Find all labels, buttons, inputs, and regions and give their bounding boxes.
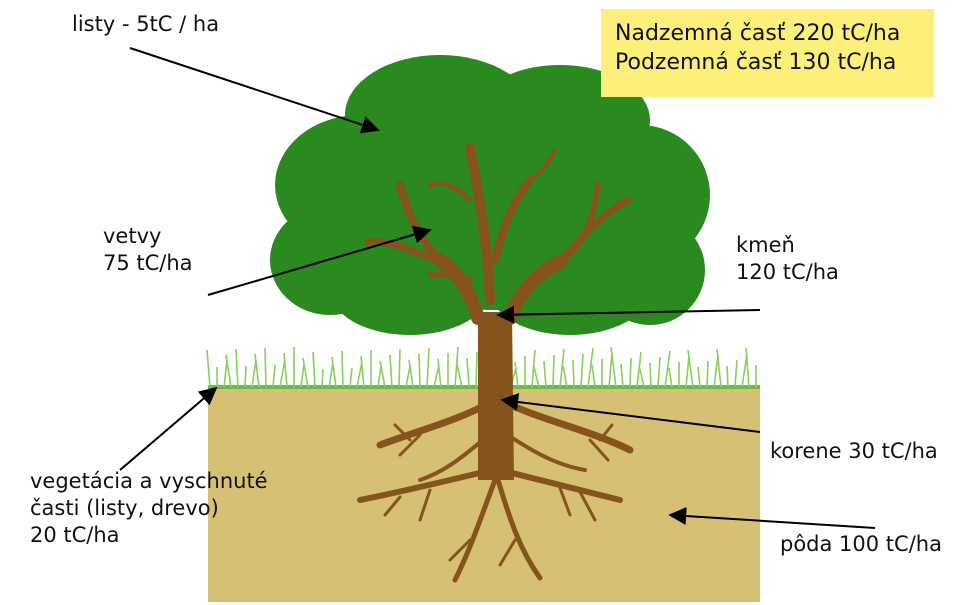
grass-blade	[591, 364, 596, 388]
below-ground-total: Podzemná časť 130 tC/ha	[615, 50, 897, 75]
grass-blade	[244, 365, 247, 388]
grass-blade	[745, 347, 750, 388]
branches-arrow	[207, 225, 432, 296]
grass-blade	[552, 354, 555, 388]
trunk-name: kmeň	[736, 233, 795, 257]
trunk-label: kmeň 120 tC/ha	[736, 232, 839, 286]
grass-blade	[572, 359, 575, 388]
leaves-label: listy - 5tC / ha	[72, 12, 220, 36]
vegetation-label: vegetácia a vyschnuté časti (listy, drev…	[30, 468, 268, 549]
vegetation-line-3: 20 tC/ha	[30, 523, 120, 547]
grass-blade	[687, 349, 694, 388]
grass-blade	[328, 362, 334, 388]
grass-blade	[608, 352, 613, 388]
grass-blade	[349, 367, 353, 388]
grass-blade	[726, 365, 729, 388]
grass-blade	[466, 357, 470, 388]
grass-blade	[251, 359, 257, 388]
grass-blade	[475, 351, 478, 388]
soil-arrow	[668, 507, 876, 529]
grass-blade	[360, 355, 365, 388]
grass-blade	[456, 363, 463, 388]
grass-blade	[264, 347, 267, 388]
grass-blade	[543, 360, 547, 388]
grass-blade	[426, 347, 430, 388]
trunk-arrow	[496, 305, 761, 324]
soil-label: pôda 100 tC/ha	[780, 532, 942, 556]
grass-blade	[668, 367, 673, 388]
roots-arrow	[500, 393, 761, 433]
grass-blade	[225, 354, 232, 388]
grass-blade	[405, 365, 411, 388]
grass-blade	[206, 349, 211, 388]
grass-blade	[514, 361, 519, 388]
grass-blade	[629, 357, 632, 388]
grass-blade	[559, 348, 565, 388]
grass-blade	[312, 351, 316, 388]
branches-label: vetvy 75 tC/ha	[103, 223, 193, 277]
grass-blade	[657, 356, 661, 388]
grass-blade	[533, 366, 540, 388]
trunk-value: 120 tC/ha	[736, 260, 839, 284]
vegetation-line-2: časti (listy, drevo)	[30, 496, 219, 520]
grass-blade	[639, 368, 645, 388]
grass-blade	[454, 346, 459, 388]
grass-blade	[398, 348, 401, 388]
vegetation-line-1: vegetácia a vyschnuté	[30, 469, 268, 493]
vegetation-arrow	[119, 386, 218, 471]
grass-blade	[636, 351, 642, 388]
tree-trunk	[364, 143, 632, 480]
grass-blade	[223, 360, 228, 388]
grass-blade	[379, 360, 386, 388]
grass-blade	[531, 349, 536, 388]
grass-blade	[562, 365, 568, 388]
grass-blade	[272, 364, 276, 388]
grass-blade	[341, 350, 344, 388]
grass-blade	[587, 347, 594, 388]
grass-blade	[610, 346, 617, 388]
grass-blade	[418, 353, 421, 388]
branches-name: vetvy	[103, 224, 162, 248]
summary-box: Nadzemná časť 220 tC/ha Podzemná časť 13…	[601, 9, 934, 97]
grass-blade	[254, 353, 260, 388]
grass-blade	[377, 366, 382, 388]
grass-blade	[235, 348, 239, 388]
grass-blade	[300, 363, 305, 388]
grass-blade	[706, 360, 709, 388]
tree-crown	[270, 55, 710, 335]
leaves-arrow	[129, 47, 380, 134]
grass-blade	[580, 353, 584, 388]
grass-blade	[331, 356, 337, 388]
grass-blade	[685, 355, 690, 388]
grass-blade	[437, 358, 442, 388]
grass-blade	[302, 357, 309, 388]
grass-blade	[620, 363, 624, 388]
grass-blade	[389, 354, 393, 388]
grass-blade	[408, 359, 414, 388]
grass-blade	[283, 352, 288, 388]
grass-blade	[716, 348, 722, 388]
grass-blade	[697, 366, 701, 388]
branches-value: 75 tC/ha	[103, 251, 193, 275]
grass-blade	[664, 350, 671, 388]
grass-blade	[734, 359, 738, 388]
above-ground-total: Nadzemná časť 220 tC/ha	[615, 21, 901, 46]
grass-blade	[321, 368, 324, 388]
roots-label: korene 30 tC/ha	[770, 439, 938, 463]
grass-blade	[649, 362, 652, 388]
